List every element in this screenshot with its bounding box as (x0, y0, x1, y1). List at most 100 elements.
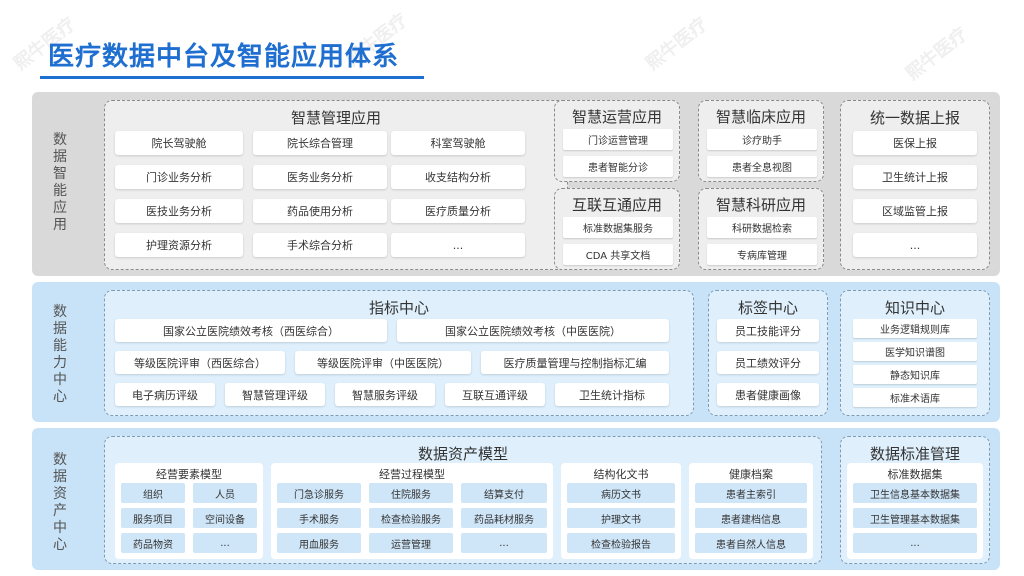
model-item[interactable]: 人员 (193, 483, 257, 503)
model-item[interactable]: 用血服务 (277, 533, 361, 553)
indicator-card[interactable]: 等级医院评审（西医综合） (115, 351, 285, 374)
app-card[interactable]: 专病库管理 (707, 244, 817, 265)
panel-title: 指标中心 (368, 299, 429, 317)
tag-card[interactable]: 员工技能评分 (717, 319, 819, 342)
app-card[interactable]: 药品使用分析 (253, 199, 387, 223)
watermark: 熙牛医疗 (902, 23, 972, 85)
page-title: 医疗数据中台及智能应用体系 (48, 42, 400, 72)
app-card[interactable]: 患者智能分诊 (563, 156, 673, 177)
indicator-card[interactable]: 互联互通评级 (445, 383, 545, 406)
app-card[interactable]: 患者全息视图 (707, 156, 817, 177)
watermark: 熙牛医疗 (642, 13, 712, 75)
panel-unified-reporting: 统一数据上报 医保上报 卫生统计上报 区域监管上报 ... (840, 100, 990, 270)
model-item[interactable]: 服务项目 (121, 508, 185, 528)
panel-indicator-center: 指标中心 国家公立医院绩效考核（西医综合） 国家公立医院绩效考核（中医医院） 等… (104, 290, 694, 416)
model-item[interactable]: 药品耗材服务 (461, 508, 547, 528)
group-title: 标准数据集 (887, 468, 943, 481)
model-item[interactable]: 运营管理 (369, 533, 453, 553)
panel-smart-management: 智慧管理应用 院长驾驶舱 院长综合管理 科室驾驶舱 门诊业务分析 医务业务分析 … (104, 100, 568, 270)
model-item[interactable]: 门急诊服务 (277, 483, 361, 503)
app-card[interactable]: 护理资源分析 (115, 233, 243, 257)
model-group-structured-docs: 结构化文书 病历文书 护理文书 检查检验报告 (561, 463, 681, 559)
knowledge-card[interactable]: 标准术语库 (853, 388, 977, 407)
app-card[interactable]: 标准数据集服务 (563, 217, 673, 238)
app-card[interactable]: 院长驾驶舱 (115, 131, 243, 155)
standard-item[interactable]: ... (853, 533, 977, 553)
group-title: 经营过程模型 (379, 468, 445, 481)
app-card[interactable]: 医疗质量分析 (391, 199, 525, 223)
app-card[interactable]: 门诊运营管理 (563, 129, 673, 150)
model-group-business-process: 经营过程模型 门急诊服务 住院服务 结算支付 手术服务 检查检验服务 药品耗材服… (271, 463, 553, 559)
model-item[interactable]: 患者建档信息 (695, 508, 807, 528)
panel-smart-operations: 智慧运营应用 门诊运营管理 患者智能分诊 (554, 100, 680, 182)
model-item[interactable]: 空间设备 (193, 508, 257, 528)
model-item[interactable]: ... (193, 533, 257, 553)
group-title: 经营要素模型 (156, 468, 222, 481)
model-item[interactable]: ... (461, 533, 547, 553)
indicator-card[interactable]: 卫生统计指标 (555, 383, 669, 406)
indicator-card[interactable]: 等级医院评审（中医医院） (295, 351, 471, 374)
indicator-card[interactable]: 医疗质量管理与控制指标汇编 (481, 351, 669, 374)
model-item[interactable]: 患者主索引 (695, 483, 807, 503)
app-card[interactable]: 区域监管上报 (853, 199, 977, 223)
knowledge-card[interactable]: 业务逻辑规则库 (853, 319, 977, 338)
panel-title: 互联互通应用 (571, 196, 662, 214)
model-group-business-elements: 经营要素模型 组织 人员 服务项目 空间设备 药品物资 ... (115, 463, 263, 559)
model-item[interactable]: 住院服务 (369, 483, 453, 503)
model-group-health-records: 健康档案 患者主索引 患者建档信息 患者自然人信息 (689, 463, 813, 559)
indicator-card[interactable]: 电子病历评级 (115, 383, 215, 406)
model-item[interactable]: 组织 (121, 483, 185, 503)
model-item[interactable]: 病历文书 (567, 483, 675, 503)
app-card[interactable]: 卫生统计上报 (853, 165, 977, 189)
app-card[interactable]: ... (853, 233, 977, 257)
app-card[interactable]: 收支结构分析 (391, 165, 525, 189)
app-card[interactable]: 科研数据检索 (707, 217, 817, 238)
panel-knowledge-center: 知识中心 业务逻辑规则库 医学知识谱图 静态知识库 标准术语库 (840, 290, 990, 416)
panel-interop: 互联互通应用 标准数据集服务 CDA 共享文档 (554, 188, 680, 270)
panel-title: 数据标准管理 (869, 445, 960, 463)
indicator-card[interactable]: 国家公立医院绩效考核（中医医院） (397, 319, 669, 342)
app-card[interactable]: 门诊业务分析 (115, 165, 243, 189)
layer-data-intelligence-apps: 数据智能应用 智慧管理应用 院长驾驶舱 院长综合管理 科室驾驶舱 门诊业务分析 … (32, 92, 1000, 276)
tag-card[interactable]: 患者健康画像 (717, 383, 819, 406)
panel-title: 智慧管理应用 (290, 109, 381, 127)
indicator-card[interactable]: 智慧服务评级 (335, 383, 435, 406)
panel-title: 标签中心 (737, 299, 798, 317)
layer-data-capability-center: 数据能力中心 指标中心 国家公立医院绩效考核（西医综合） 国家公立医院绩效考核（… (32, 282, 1000, 422)
model-item[interactable]: 检查检验报告 (567, 533, 675, 553)
model-item[interactable]: 手术服务 (277, 508, 361, 528)
model-item[interactable]: 结算支付 (461, 483, 547, 503)
model-item[interactable]: 药品物资 (121, 533, 185, 553)
app-card[interactable]: 医技业务分析 (115, 199, 243, 223)
model-item[interactable]: 检查检验服务 (369, 508, 453, 528)
app-card[interactable]: 医保上报 (853, 131, 977, 155)
panel-title: 统一数据上报 (869, 109, 960, 127)
model-item[interactable]: 患者自然人信息 (695, 533, 807, 553)
panel-title: 智慧临床应用 (715, 108, 806, 126)
panel-title: 智慧运营应用 (571, 108, 662, 126)
indicator-card[interactable]: 国家公立医院绩效考核（西医综合） (115, 319, 387, 342)
indicator-card[interactable]: 智慧管理评级 (225, 383, 325, 406)
panel-data-asset-model: 数据资产模型 经营要素模型 组织 人员 服务项目 空间设备 药品物资 ... 经… (104, 436, 822, 564)
layer-label: 数据智能应用 (53, 132, 67, 233)
model-item[interactable]: 护理文书 (567, 508, 675, 528)
layer-data-asset-center: 数据资产中心 数据资产模型 经营要素模型 组织 人员 服务项目 空间设备 药品物… (32, 428, 1000, 570)
app-card[interactable]: ... (391, 233, 525, 257)
standard-item[interactable]: 卫生信息基本数据集 (853, 483, 977, 503)
tag-card[interactable]: 员工绩效评分 (717, 351, 819, 374)
standard-group-datasets: 标准数据集 卫生信息基本数据集 卫生管理基本数据集 ... (847, 463, 983, 559)
panel-title: 知识中心 (884, 299, 945, 317)
app-card[interactable]: 手术综合分析 (253, 233, 387, 257)
knowledge-card[interactable]: 静态知识库 (853, 365, 977, 384)
app-card[interactable]: 科室驾驶舱 (391, 131, 525, 155)
knowledge-card[interactable]: 医学知识谱图 (853, 342, 977, 361)
group-title: 健康档案 (729, 468, 773, 481)
app-card[interactable]: CDA 共享文档 (563, 244, 673, 265)
app-card[interactable]: 医务业务分析 (253, 165, 387, 189)
app-card[interactable]: 诊疗助手 (707, 129, 817, 150)
title-underline (40, 76, 424, 79)
panel-title: 数据资产模型 (417, 445, 508, 463)
panel-data-standard-mgmt: 数据标准管理 标准数据集 卫生信息基本数据集 卫生管理基本数据集 ... (840, 436, 990, 564)
standard-item[interactable]: 卫生管理基本数据集 (853, 508, 977, 528)
app-card[interactable]: 院长综合管理 (253, 131, 387, 155)
